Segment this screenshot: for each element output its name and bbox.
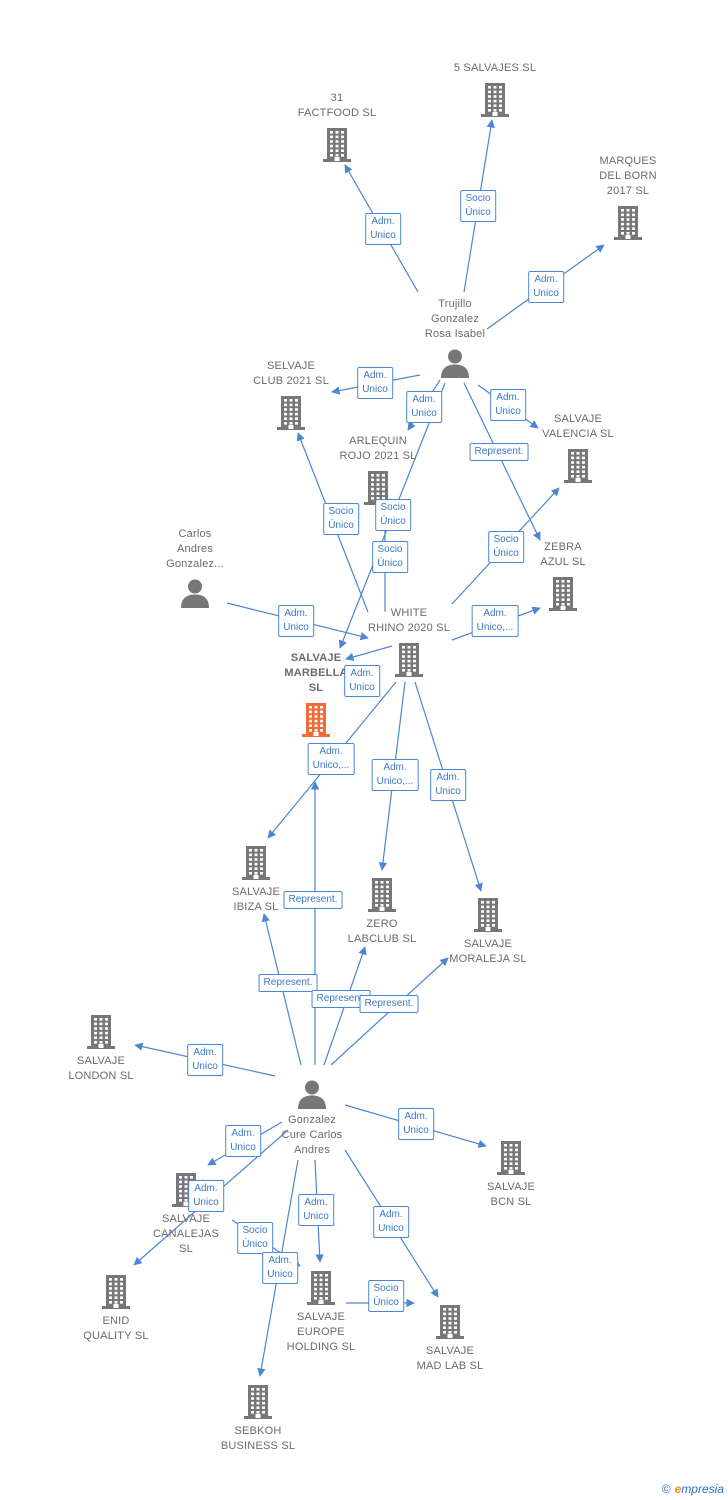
node-label[interactable]: 31 FACTFOOD SL [297, 92, 377, 119]
building-icon[interactable] [473, 897, 503, 938]
brand-logo[interactable]: ©empresia [662, 1482, 724, 1496]
edge-label-represent-: Represent. [359, 995, 419, 1013]
node-label[interactable]: SALVAJE VALENCIA SL [542, 413, 614, 440]
node-label[interactable]: WHITE RHINO 2020 SL [367, 607, 451, 634]
edge-label-socio-nico: Socio Único [372, 541, 408, 573]
building-icon[interactable] [86, 1014, 116, 1055]
edge-label-adm-unico: Adm. Unico [528, 271, 564, 303]
edge-label-adm-unico: Adm. Unico [430, 769, 466, 801]
building-icon[interactable] [322, 127, 352, 168]
edge-label-represent-: Represent. [283, 891, 343, 909]
edge-label-socio-nico: Socio Único [368, 1280, 404, 1312]
edge-label-adm-unico: Adm. Unico [373, 1206, 409, 1238]
node-label[interactable]: Gonzalez Cure Carlos Andres [281, 1114, 343, 1156]
edge-label-socio-nico: Socio Único [460, 190, 496, 222]
building-icon[interactable] [394, 642, 424, 683]
person-icon[interactable] [297, 1079, 327, 1114]
node-label[interactable]: SALVAJE IBIZA SL [231, 886, 281, 913]
edge-label-adm-unico: Adm. Unico [278, 605, 314, 637]
edge-label-adm-unico: Adm. Unico [187, 1044, 223, 1076]
edge-white-to-marbella [345, 645, 393, 661]
edge-label-adm-unico: Adm. Unico [344, 665, 380, 697]
building-icon[interactable] [613, 205, 643, 246]
node-label[interactable]: SALVAJE LONDON SL [68, 1055, 134, 1082]
edge-label-socio-nico: Socio Único [488, 531, 524, 563]
building-icon[interactable] [496, 1140, 526, 1181]
edge-label-represent-: Represent. [469, 443, 529, 461]
edge-label-adm-unico: Adm. Unico [298, 1194, 334, 1226]
edge-label-adm-unico-: Adm. Unico,... [471, 605, 519, 637]
edge-trujillo-to-zebra [463, 382, 541, 541]
node-label[interactable]: SEBKOH BUSINESS SL [220, 1425, 296, 1452]
edge-label-adm-unico-: Adm. Unico,... [371, 759, 419, 791]
building-icon[interactable] [101, 1274, 131, 1315]
node-label[interactable]: SALVAJE EUROPE HOLDING SL [286, 1311, 356, 1353]
brand-initial: e [674, 1482, 682, 1496]
building-icon[interactable] [243, 1384, 273, 1425]
node-label[interactable]: ZERO LABCLUB SL [347, 918, 417, 945]
edge-label-adm-unico: Adm. Unico [490, 389, 526, 421]
edge-label-adm-unico: Adm. Unico [225, 1125, 261, 1157]
node-label[interactable]: SALVAJE BCN SL [486, 1181, 536, 1208]
edge-label-adm-unico: Adm. Unico [357, 367, 393, 399]
building-icon[interactable] [563, 448, 593, 489]
building-icon[interactable] [241, 845, 271, 886]
node-label[interactable]: Trujillo Gonzalez Rosa Isabel [424, 298, 486, 340]
node-label[interactable]: SALVAJE MARBELLA SL [284, 652, 348, 694]
copyright-symbol: © [661, 1482, 671, 1496]
edge-label-adm-unico-: Adm. Unico,... [307, 743, 355, 775]
node-label[interactable]: SELVAJE CLUB 2021 SL [253, 360, 329, 387]
person-icon[interactable] [440, 348, 470, 383]
node-label[interactable]: MARQUES DEL BORN 2017 SL [599, 155, 657, 197]
building-icon[interactable] [367, 877, 397, 918]
edge-label-adm-unico: Adm. Unico [365, 213, 401, 245]
edge-label-adm-unico: Adm. Unico [406, 391, 442, 423]
node-label[interactable]: Carlos Andres Gonzalez... [166, 528, 224, 570]
edge-label-adm-unico: Adm. Unico [398, 1108, 434, 1140]
building-icon[interactable] [306, 1270, 336, 1311]
node-label[interactable]: SALVAJE MORALEJA SL [449, 938, 527, 965]
node-label[interactable]: ZEBRA AZUL SL [540, 541, 586, 568]
edge-label-socio-nico: Socio Único [323, 503, 359, 535]
node-label[interactable]: 5 SALVAJES SL [453, 62, 537, 74]
building-icon[interactable] [548, 576, 578, 617]
edge-label-adm-unico: Adm. Unico [262, 1252, 298, 1284]
node-label[interactable]: SALVAJE MAD LAB SL [416, 1345, 484, 1372]
person-icon[interactable] [180, 578, 210, 613]
building-icon[interactable] [301, 702, 331, 743]
edge-label-adm-unico: Adm. Unico [188, 1180, 224, 1212]
node-label[interactable]: ENID QUALITY SL [83, 1315, 149, 1342]
node-label[interactable]: SALVAJE CANALEJAS SL [153, 1213, 219, 1255]
building-icon[interactable] [480, 82, 510, 123]
brand-name: mpresia [681, 1482, 724, 1496]
edge-label-represent-: Represent. [258, 974, 318, 992]
edge-label-socio-nico: Socio Único [237, 1222, 273, 1254]
node-label[interactable]: ARLEQUIN ROJO 2021 SL [339, 435, 417, 462]
building-icon[interactable] [276, 395, 306, 436]
building-icon[interactable] [435, 1304, 465, 1345]
edge-label-socio-nico: Socio Único [375, 499, 411, 531]
